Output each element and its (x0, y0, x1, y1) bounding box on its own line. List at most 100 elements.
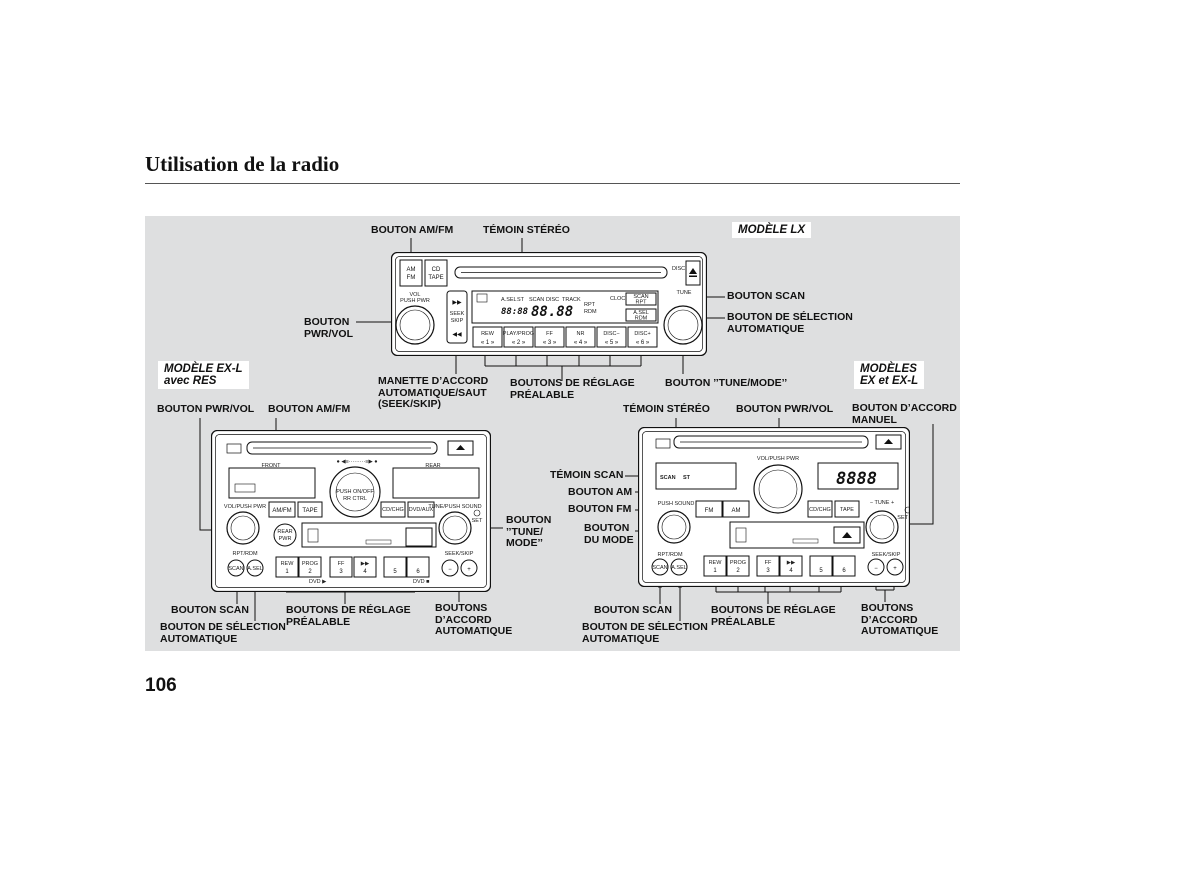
tune-label: − TUNE + (870, 500, 894, 506)
preset-button-3[interactable]: FF3 (329, 556, 353, 578)
preset-buttons: REW« 1 » PLAY/PROG« 2 » FF« 3 » NR« 4 » … (472, 326, 658, 348)
radio-lx: AM FM CD TAPE DISC VOL PUSH PWR ▶▶ SEEK … (391, 252, 707, 356)
preset-button-4[interactable]: NR« 4 » (565, 326, 596, 348)
asel-button[interactable]: A.SEL (246, 559, 264, 577)
set-label: SET (472, 518, 483, 524)
svg-text:NR: NR (577, 331, 585, 337)
svg-text:6: 6 (416, 569, 420, 575)
fm-button[interactable]: FM (695, 500, 723, 518)
cd-chg-button[interactable]: CD/CHG (807, 500, 833, 518)
tape-button[interactable]: TAPE (834, 500, 860, 518)
radio-ex: VOL/PUSH PWR SCAN ST 8888 PUSH SOUND FM … (638, 427, 910, 587)
eject-button[interactable] (685, 260, 701, 286)
preset-button-6[interactable]: 6 (832, 555, 856, 577)
eject-button[interactable] (875, 434, 902, 450)
seek-down-button[interactable]: − (441, 559, 459, 577)
mode-knob[interactable] (657, 510, 691, 544)
lx-label-tune-mode: BOUTON ’’TUNE/MODE’’ (665, 377, 788, 389)
preset-button-5[interactable]: 5 (383, 556, 407, 578)
asel-button[interactable]: A.SEL (670, 558, 688, 576)
preset-button-6[interactable]: 6 (406, 556, 430, 578)
am-fm-button[interactable]: AM FM (399, 259, 423, 287)
cd-tape-button[interactable]: CD TAPE (424, 259, 448, 287)
svg-text:5: 5 (819, 568, 823, 574)
scan-button[interactable]: SCAN (651, 558, 669, 576)
push-onoff-label: PUSH ON/OFF (336, 489, 374, 495)
page-number: 106 (145, 675, 177, 696)
tape-label: TAPE (840, 507, 854, 513)
preset-button-5[interactable]: 5 (809, 555, 833, 577)
volume-knob[interactable] (226, 511, 260, 545)
am-button[interactable]: AM (722, 500, 750, 518)
volume-knob[interactable] (753, 464, 803, 514)
ex-label-auto-select: BOUTON DE SÉLECTION AUTOMATIQUE (582, 621, 708, 645)
volume-knob[interactable] (395, 305, 435, 345)
lx-label-scan: BOUTON SCAN (727, 290, 805, 302)
svg-text:FF: FF (765, 560, 772, 566)
radio-exl: FRONT REAR ● ◀≡·········≡▶ ● PUSH ON/OFF… (211, 430, 491, 592)
eject-button[interactable] (447, 440, 474, 456)
rear-pwr-button[interactable]: REAR PWR (273, 523, 297, 547)
preset-button-3[interactable]: FF3 (756, 555, 780, 577)
svg-text:PROG: PROG (302, 561, 318, 567)
exl-label-scan: BOUTON SCAN (171, 604, 249, 616)
cd-chg-button[interactable]: CD/CHG (380, 501, 406, 518)
seek-skip-label: SEEK/SKIP (872, 552, 901, 558)
tape-button[interactable]: TAPE (297, 501, 323, 518)
ex-label-am: BOUTON AM (568, 486, 633, 498)
am-fm-button[interactable]: AM/FM (268, 501, 296, 518)
exl-label-presets: BOUTONS DE RÉGLAGE PRÉALABLE (286, 604, 411, 628)
fm-label: FM (407, 275, 416, 281)
rpt-label: RPT (636, 300, 648, 306)
preset-button-4[interactable]: ▶▶4 (353, 556, 377, 578)
lx-label-pwr-vol: BOUTON PWR/VOL (304, 316, 353, 340)
preset-button-2[interactable]: PLAY/PROG« 2 » (503, 326, 534, 348)
ex-label-fm: BOUTON FM (568, 503, 632, 515)
scan-rpt-button[interactable]: SCAN RPT (625, 292, 657, 306)
rear-label: REAR (425, 463, 440, 469)
preset-button-5[interactable]: DISC−« 5 » (596, 326, 627, 348)
svg-text:▶▶: ▶▶ (787, 560, 796, 566)
cdchg-label: CD/CHG (809, 507, 831, 513)
exl-label-tune-mode: BOUTON ’’TUNE/ MODE’’ (506, 514, 552, 549)
asel-rdm-button[interactable]: A.SEL RDM (625, 308, 657, 322)
cd-label: CD (432, 267, 441, 273)
svg-text:REW: REW (281, 561, 295, 567)
scan-label: SCAN (633, 294, 648, 300)
vol-pwr-label: VOL/PUSH PWR (757, 456, 799, 462)
ind-rdm: RDM (584, 309, 597, 315)
preset-button-4[interactable]: ▶▶ 4 (779, 555, 803, 577)
svg-text:PROG: PROG (730, 560, 746, 566)
preset-button-3[interactable]: FF« 3 » (534, 326, 565, 348)
svg-text:« 5 »: « 5 » (605, 340, 619, 346)
scan-button[interactable]: SCAN (227, 559, 245, 577)
rear-control-knob[interactable]: PUSH ON/OFF RR CTRL (329, 466, 381, 518)
preset-button-1[interactable]: REW« 1 » (472, 326, 503, 348)
ex-left-display (655, 462, 737, 490)
seek-skip-rocker[interactable]: ▶▶ SEEK SKIP ◀◀ (446, 290, 468, 344)
svg-text:« 1 »: « 1 » (481, 340, 495, 346)
tune-sound-label: TUNE/PUSH SOUND (428, 504, 481, 510)
cdchg-label: CD/CHG (382, 507, 404, 513)
preset-button-6[interactable]: DISC+« 6 » (627, 326, 658, 348)
tune-mode-knob[interactable] (663, 305, 703, 345)
tune-mode-knob[interactable] (438, 511, 472, 545)
ex-label-presets: BOUTONS DE RÉGLAGE PRÉALABLE (711, 604, 836, 628)
svg-text:▶▶: ▶▶ (452, 300, 462, 306)
svg-text:4: 4 (789, 568, 793, 574)
amfm-label: AM/FM (272, 508, 291, 514)
seek-up-button[interactable]: + (886, 558, 904, 576)
exl-label-pwr-vol: BOUTON PWR/VOL (157, 403, 255, 415)
svg-text:5: 5 (393, 569, 397, 575)
ind-scan: SCAN (529, 297, 544, 303)
seek-up-button[interactable]: + (460, 559, 478, 577)
dvd-aux-button[interactable]: DVD/AUX (407, 501, 435, 518)
lx-label-presets: BOUTONS DE RÉGLAGE PRÉALABLE (510, 377, 635, 401)
seek-down-button[interactable]: − (867, 558, 885, 576)
manual-tune-knob[interactable] (865, 510, 899, 544)
svg-text:« 3 »: « 3 » (543, 340, 557, 346)
